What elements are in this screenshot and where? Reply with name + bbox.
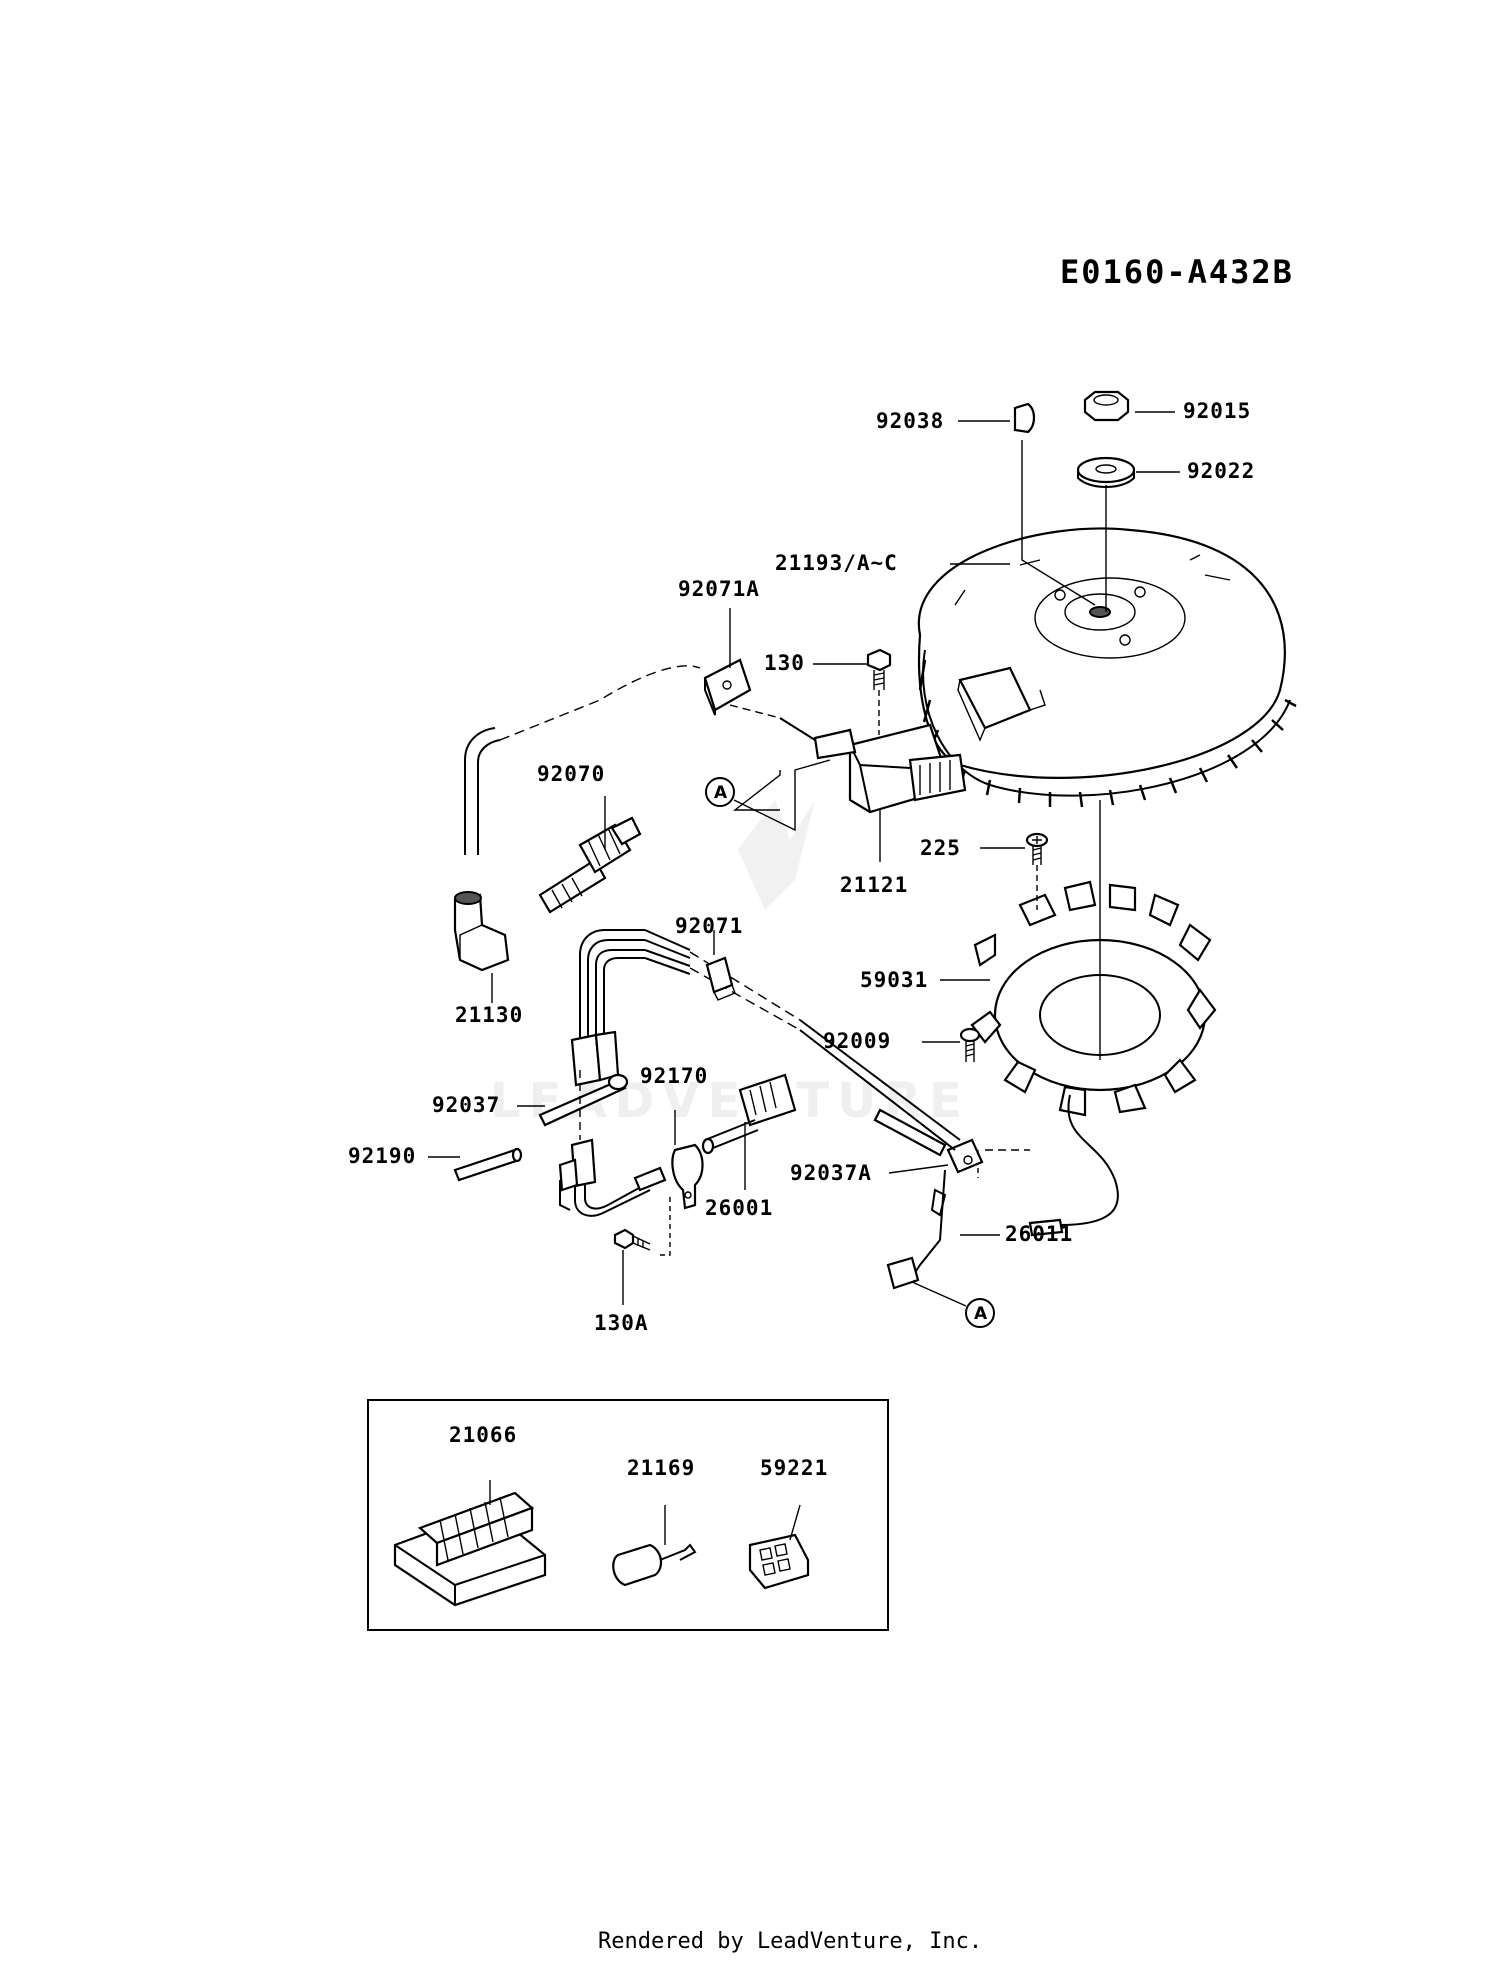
clamp-92037A-drawing: [946, 1138, 984, 1174]
ground-wire-26011-drawing: [909, 1169, 946, 1281]
tube-92190-drawing: [453, 1147, 523, 1182]
grommet-92071-drawing: [705, 956, 736, 1001]
label-130: 130: [764, 651, 805, 675]
label-92037A: 92037A: [790, 1161, 872, 1185]
label-92038: 92038: [876, 409, 944, 433]
ignition-coil-21121-drawing: [729, 704, 967, 814]
label-21066: 21066: [449, 1423, 517, 1447]
stator-59031-drawing: [970, 800, 1217, 1117]
regulator-21066-drawing: [393, 1480, 547, 1607]
leadventure-watermark: LEADVENTURE: [490, 800, 962, 1129]
label-26001: 26001: [705, 1196, 773, 1220]
label-92015: 92015: [1183, 399, 1251, 423]
label-92190: 92190: [348, 1144, 416, 1168]
leader-lines: [428, 411, 1180, 1305]
label-225: 225: [920, 836, 961, 860]
label-21169: 21169: [627, 1456, 695, 1480]
clip-92071A-drawing: [703, 658, 752, 716]
bolt-130-drawing: [866, 648, 892, 735]
washer-92022-drawing: [1076, 456, 1136, 488]
label-21121: 21121: [840, 873, 908, 897]
plug-lead-drawing: [464, 727, 496, 855]
clamp-92170-drawing: [671, 1143, 704, 1210]
callout-a-top: A: [705, 759, 831, 832]
label-92037: 92037: [432, 1093, 500, 1117]
label-59221: 59221: [760, 1456, 828, 1480]
label-92070: 92070: [537, 762, 605, 786]
label-92071A: 92071A: [678, 577, 760, 601]
label-21193: 21193/A~C: [775, 551, 898, 575]
label-21130: 21130: [455, 1003, 523, 1027]
callout-a-bottom: A: [911, 1281, 995, 1328]
label-130A: 130A: [594, 1311, 649, 1335]
connector-26001-drawing: [701, 1073, 797, 1155]
label-92022: 92022: [1187, 459, 1255, 483]
footer-credit: Rendered by LeadVenture, Inc.: [598, 1929, 982, 1954]
label-92170: 92170: [640, 1064, 708, 1088]
label-26011: 26011: [1005, 1222, 1073, 1246]
terminal-21169-drawing: [612, 1505, 697, 1587]
stator-lead-drawing: [1034, 1094, 1119, 1229]
key-92038-drawing: [1013, 402, 1036, 434]
flywheel-drawing: [917, 527, 1297, 808]
plug-cap-21130-drawing: [453, 891, 510, 972]
screw-92009-drawing: [959, 1027, 981, 1062]
wire-harness-drawing: [570, 929, 1030, 1157]
nut-92015-drawing: [1083, 390, 1130, 422]
spark-plug-92070-drawing: [538, 816, 642, 914]
connector-59221-drawing: [748, 1504, 810, 1590]
flywheel-axis-lines: [1021, 440, 1107, 612]
bolt-130A-drawing: [613, 1195, 671, 1256]
inset-box: [367, 1399, 889, 1631]
label-92071: 92071: [675, 914, 743, 938]
diagram-code: E0160-A432B: [1060, 253, 1294, 291]
harness-connectors-drawing: [558, 1070, 667, 1217]
band-92037-drawing: [538, 1073, 629, 1127]
svg-text:A: A: [974, 1304, 988, 1324]
label-59031: 59031: [860, 968, 928, 992]
screw-225-drawing: [1025, 832, 1049, 910]
svg-text:A: A: [714, 783, 728, 803]
label-92009: 92009: [823, 1029, 891, 1053]
